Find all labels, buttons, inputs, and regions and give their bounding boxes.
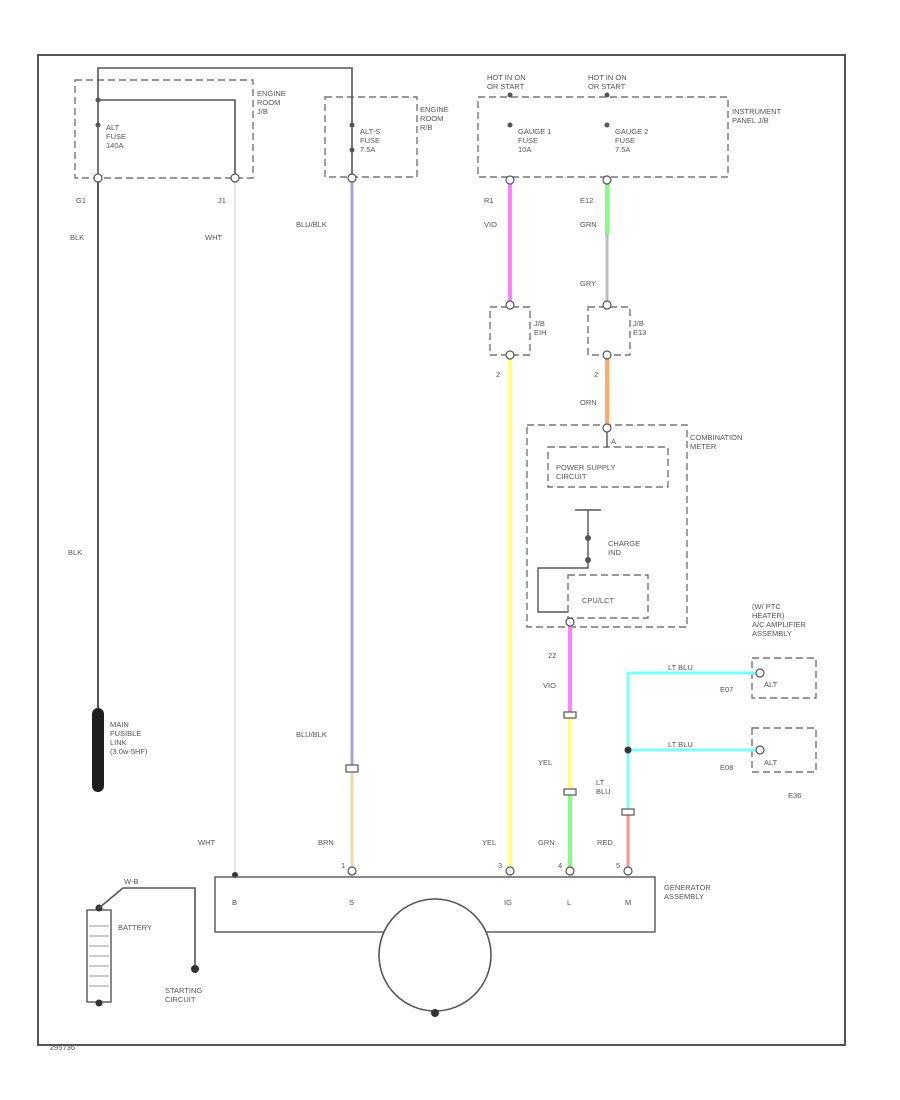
pin-label: IG xyxy=(504,898,512,907)
pin-label: A xyxy=(611,437,616,446)
pin-label: S xyxy=(349,898,354,907)
wire-label: LT BLU xyxy=(668,740,693,749)
pin-label: M xyxy=(625,898,631,907)
battery-cells xyxy=(89,925,109,987)
alt-fuse-internal-wire xyxy=(97,99,236,179)
instrument-panel-jb-box xyxy=(477,96,729,178)
wire-label: ORN xyxy=(580,398,597,407)
starting-circuit-terminal xyxy=(191,965,199,973)
pin-label: E07 xyxy=(720,685,733,694)
jb-left-box xyxy=(489,306,531,356)
power-supply-circuit-box xyxy=(547,446,669,488)
pin-label: 3 xyxy=(498,861,502,870)
wire-label: RED xyxy=(597,838,613,847)
pin-label: E12 xyxy=(580,196,593,205)
con-label: E36 xyxy=(788,791,801,800)
wire-color-labels: BLK BLK WHT WHT BLU/BLK BLU/BLK BRN VIO … xyxy=(68,220,693,886)
fuse-symbols xyxy=(95,92,610,153)
wire-label: BRN xyxy=(318,838,334,847)
ac-amp-box-1 xyxy=(751,657,817,699)
generator-symbol xyxy=(378,898,492,1012)
wire-label: VIO xyxy=(484,220,497,229)
wire-label: WHT xyxy=(205,233,222,242)
diagram-id-label: 295736 xyxy=(50,1043,75,1052)
engine-room-bus-wire xyxy=(97,67,353,179)
wire-label: YEL xyxy=(538,758,552,767)
pin-labels: G1 J1 R1 E12 2 2 A 22 E07 E08 ALT ALT 1 … xyxy=(76,196,778,907)
pin-label: 22 xyxy=(548,651,556,660)
wire-label: VIO xyxy=(543,681,556,690)
engine-room-rb-box xyxy=(324,96,418,178)
wire-label: GRN xyxy=(580,220,597,229)
engine-room-jb-box xyxy=(74,79,254,179)
charge-ind-wire xyxy=(537,509,589,613)
wire-label: GRY xyxy=(580,279,596,288)
pin-label: R1 xyxy=(484,196,494,205)
wire-label: BLU/BLK xyxy=(296,730,327,739)
pin-label: ALT xyxy=(764,758,778,767)
wire-label: BLK xyxy=(68,548,82,557)
pin-label: 4 xyxy=(558,861,562,870)
pin-label: ALT xyxy=(764,680,778,689)
generator-ground xyxy=(431,1009,439,1017)
wire-label: GRN xyxy=(538,838,555,847)
pin-label: 5 xyxy=(616,861,620,870)
wire-label: LT BLU xyxy=(668,663,693,672)
battery-label: BATTERY xyxy=(118,923,152,932)
wire-label: BLK xyxy=(70,233,84,242)
charge-ind-symbol xyxy=(575,509,601,563)
wire-label: YEL xyxy=(482,838,496,847)
cpu-box xyxy=(567,574,649,619)
diagram-border xyxy=(37,54,846,1046)
pin-label: J1 xyxy=(218,196,226,205)
pin-label: 1 xyxy=(341,861,345,870)
connector-terminals xyxy=(93,173,765,876)
pin-label: 2 xyxy=(496,370,500,379)
wire-lt-blu-1 xyxy=(626,671,757,752)
wire-w-b xyxy=(98,887,196,969)
wire-label: WHT xyxy=(198,838,215,847)
wire-label: BLU/BLK xyxy=(296,220,327,229)
wire-label: W-B xyxy=(124,877,138,886)
cpu-label: CPU/LCT xyxy=(582,596,615,605)
pin-label: E08 xyxy=(720,763,733,772)
jb-right-box xyxy=(587,306,631,356)
pin-label: L xyxy=(567,898,571,907)
main-fusible-link-symbol xyxy=(92,708,104,792)
pin-label: B xyxy=(232,898,237,907)
pin-label: G1 xyxy=(76,196,86,205)
pin-label: 2 xyxy=(594,370,598,379)
